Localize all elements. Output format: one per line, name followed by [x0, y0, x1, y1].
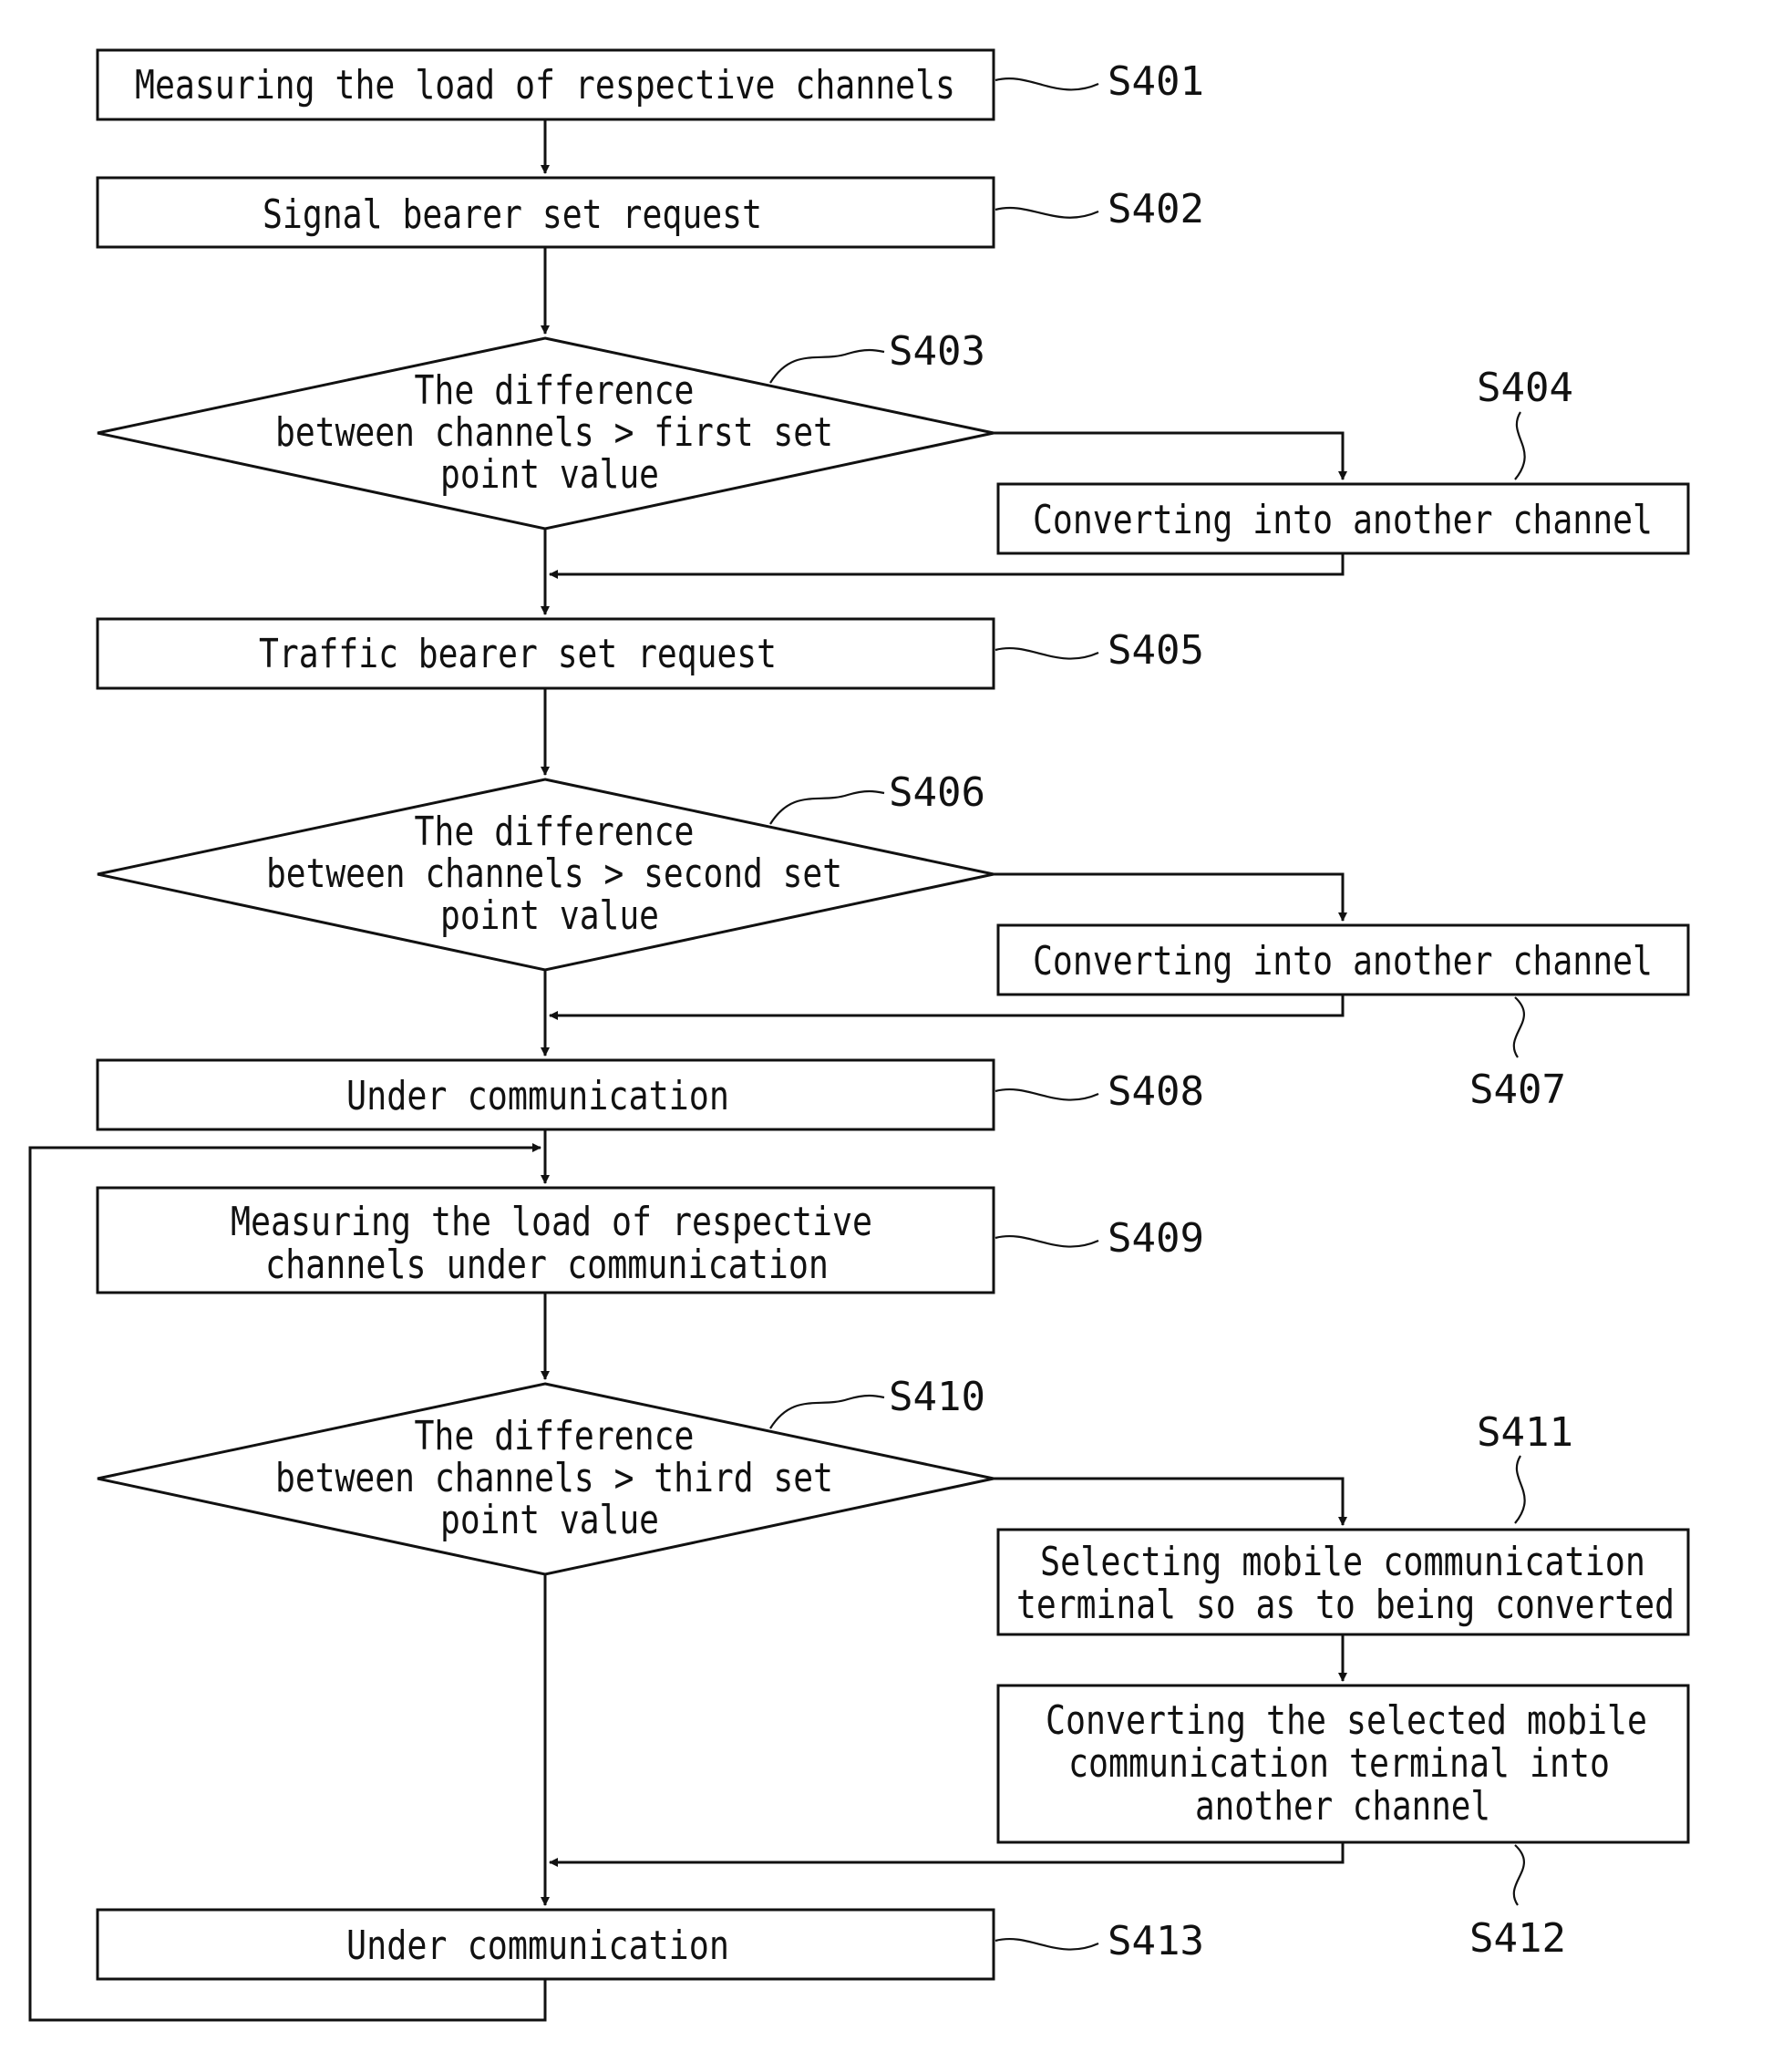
step-s411-line-1: Selecting mobile communication [1040, 1539, 1645, 1585]
label-s405: S405 [1108, 627, 1204, 674]
step-s409-line-1: Measuring the load of respective [231, 1199, 872, 1245]
label-s413: S413 [1108, 1918, 1204, 1964]
step-s402-text: Signal bearer set request [263, 191, 762, 238]
step-s413-text: Under communication [346, 1923, 729, 1969]
arrow-s407-return [550, 995, 1343, 1015]
step-s405-text: Traffic bearer set request [259, 631, 777, 677]
decision-s406-line-2: between channels > second set [266, 850, 842, 897]
decision-s403: The difference between channels > first … [98, 338, 994, 529]
step-s408-text: Under communication [346, 1073, 729, 1119]
leader-s404 [1515, 412, 1525, 479]
step-s413: Under communication [98, 1910, 994, 1979]
label-s402: S402 [1108, 186, 1204, 232]
label-s407: S407 [1469, 1067, 1566, 1113]
step-s411: Selecting mobile communication terminal … [998, 1530, 1688, 1634]
step-s409: Measuring the load of respective channel… [98, 1188, 994, 1293]
arrow-s403-s404 [994, 433, 1343, 479]
label-s411: S411 [1477, 1409, 1573, 1456]
arrow-s406-s407 [994, 874, 1343, 921]
leader-s405 [995, 648, 1098, 659]
step-s401: Measuring the load of respective channel… [98, 50, 994, 119]
label-s410: S410 [889, 1374, 985, 1420]
decision-s410-line-2: between channels > third set [275, 1455, 833, 1501]
label-s409: S409 [1108, 1215, 1204, 1262]
leader-s410 [770, 1396, 884, 1428]
arrow-s412-return [550, 1842, 1343, 1862]
leader-s408 [995, 1089, 1098, 1100]
label-s406: S406 [889, 769, 985, 816]
step-s404-text: Converting into another channel [1033, 497, 1653, 543]
label-s404: S404 [1477, 365, 1573, 411]
decision-s403-line-2: between channels > first set [275, 409, 833, 456]
leader-s411 [1515, 1456, 1525, 1523]
leader-s402 [995, 208, 1098, 218]
leader-s413 [995, 1939, 1098, 1950]
leader-s409 [995, 1236, 1098, 1247]
leader-s406 [770, 791, 884, 824]
step-s409-line-2: channels under communication [265, 1242, 829, 1288]
step-s412-line-2: communication terminal into [1068, 1740, 1610, 1787]
decision-s403-line-1: The difference [415, 367, 695, 414]
leader-s412 [1514, 1845, 1524, 1905]
label-s408: S408 [1108, 1068, 1204, 1115]
label-s412: S412 [1469, 1915, 1566, 1962]
decision-s410-line-1: The difference [415, 1413, 695, 1459]
step-s407: Converting into another channel [998, 925, 1688, 995]
step-s407-text: Converting into another channel [1033, 938, 1653, 984]
step-s402: Signal bearer set request [98, 178, 994, 247]
leader-s407 [1514, 997, 1524, 1057]
decision-s403-line-3: point value [440, 451, 659, 498]
step-s411-line-2: terminal so as to being converted [1016, 1582, 1675, 1628]
step-s405: Traffic bearer set request [98, 619, 994, 688]
leader-s403 [770, 350, 884, 383]
decision-s406: The difference between channels > second… [98, 779, 994, 970]
decision-s410: The difference between channels > third … [98, 1384, 994, 1574]
decision-s406-line-3: point value [440, 892, 659, 939]
arrow-s404-return [550, 553, 1343, 574]
step-s401-text: Measuring the load of respective channel… [135, 62, 955, 108]
label-s401: S401 [1108, 58, 1204, 105]
step-s404: Converting into another channel [998, 484, 1688, 553]
step-s412-line-1: Converting the selected mobile [1046, 1697, 1647, 1744]
step-s412-line-3: another channel [1195, 1783, 1490, 1830]
arrow-s410-s411 [994, 1479, 1343, 1525]
leader-s401 [995, 78, 1098, 89]
step-s412: Converting the selected mobile communica… [998, 1685, 1688, 1842]
label-s403: S403 [889, 328, 985, 375]
decision-s406-line-1: The difference [415, 809, 695, 855]
step-s408: Under communication [98, 1060, 994, 1129]
decision-s410-line-3: point value [440, 1497, 659, 1543]
